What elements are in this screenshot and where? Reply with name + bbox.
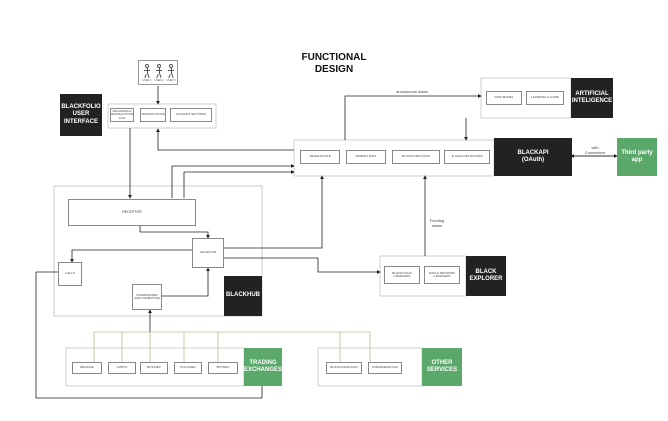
blackhub-group-outline (53, 185, 263, 317)
anonymous-datas-line (344, 94, 482, 140)
other-services-block: OTHER SERVICES (422, 348, 462, 386)
exchange-module-bitfinex: BITFINEX (140, 362, 168, 374)
interpreter-formatter-module: INTERPRETER AND FORMATTER (132, 284, 162, 310)
transactions-module: TRANSACTIONS (140, 108, 166, 122)
trading-exchanges-block: TRADING EXCHANGES (244, 348, 282, 386)
account-settings-module: ACCOUNT SETTINGS (170, 108, 212, 122)
users-group: USER 1 USER 2 USER 3 (138, 60, 178, 85)
blackapi-oauth-block: BLACKAPI (OAuth) (494, 138, 572, 176)
market-data-module: MARKET DATA (346, 150, 386, 164)
balances-module: BALANCES & TRANSACTIONS LOG (110, 108, 134, 122)
blackhub-block: BLACKHUB (224, 276, 262, 316)
blackapi-to-blackfolio-line (156, 128, 294, 151)
connectors-label: with Connectors (584, 145, 606, 155)
receptor-module: RECEPTOR (68, 199, 196, 226)
anonymous-datas-label: anonymous datas (396, 89, 428, 94)
validator-module: VALIDATOR (192, 238, 224, 268)
user-label: USER 2 (154, 79, 164, 82)
learning-core-module: LEARNING & CORE (526, 91, 564, 105)
artificial-intelligence-block: ARTIFICIAL INTELIGENCE (571, 78, 613, 118)
exchange-module-poloniex: POLONIEX (174, 362, 202, 374)
validator-to-calls-line (70, 249, 192, 263)
exchange-module-bittrex: BITTREX (208, 362, 238, 374)
diagram-title: FUNCTIONAL DESIGN (301, 52, 367, 75)
interpreter-to-validator-line (162, 267, 210, 297)
third-party-app-block: Third party app (617, 138, 657, 176)
data-network-crawlers-module: DATA & NETWORK CRAWLERS (424, 266, 460, 284)
user-actor-icon: USER 1 (142, 64, 152, 82)
user-label: USER 3 (166, 79, 176, 82)
receptor-to-validator-line (139, 226, 210, 239)
black-explorer-block: BLACK EXPLORER (466, 256, 506, 296)
blockchain-info-module: BLOCKCHAIN INFO (326, 362, 362, 374)
validator-to-blackapi-line (224, 175, 324, 249)
calls-module: CALLS (58, 262, 82, 286)
blackfolio-user-interface-block: BLACKFOLIO USER INTERFACE (60, 94, 102, 136)
validator-to-explorer-line (224, 257, 381, 274)
ai-analysis-routes-module: AI ANALYSIS ROUTES (444, 150, 490, 164)
user-actor-icon: USER 2 (154, 64, 164, 82)
blackhub-to-blackapi-line-2 (183, 170, 295, 198)
exchange-module-binance: BINANCE (72, 362, 102, 374)
data-model-module: DATA MODEL (486, 91, 522, 105)
blackhub-to-blackapi-line (171, 164, 295, 198)
user-label: USER 1 (142, 79, 152, 82)
service-bus (93, 331, 371, 362)
blackfolio-group-outline (107, 103, 217, 129)
user-actor-icon: USER 3 (166, 64, 176, 82)
coinmarketcap-module: COINMARKETCAP (368, 362, 402, 374)
blockchain-data-module: BLOCKCHAIN DATA (392, 150, 440, 164)
feeding-datas-label: Feeding datas (429, 218, 445, 228)
exchange-module-hitbtc: HITBTC (108, 362, 136, 374)
trade-route-module: TRADE ROUTE (300, 150, 340, 164)
blockchain-crawlers-module: BLOCKCHAIN CRAWLERS (384, 266, 420, 284)
